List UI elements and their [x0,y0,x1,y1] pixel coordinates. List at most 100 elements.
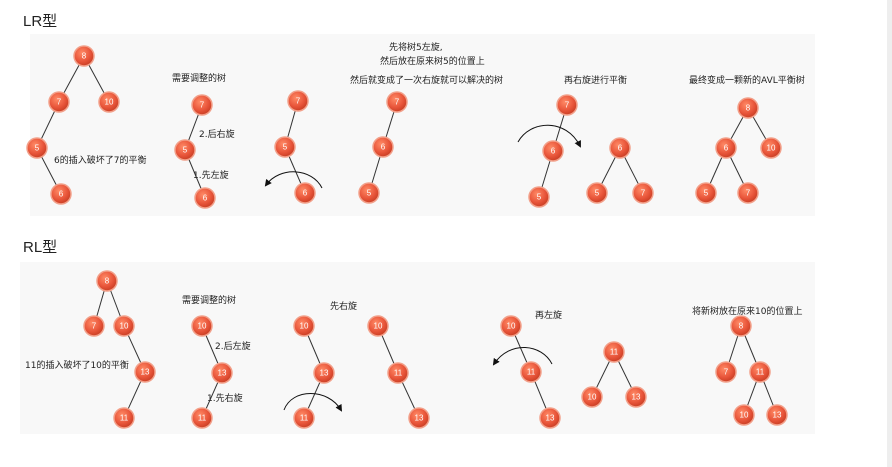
node-circle [715,361,737,383]
lr-left-rotate-arrow [264,171,323,189]
lr-tree-node: 5 [274,136,296,158]
node-circle [408,407,430,429]
lr-right-rotate-arrow [517,124,581,148]
node-label: 11 [756,368,765,377]
node-circle [191,315,213,337]
node-circle [500,315,522,337]
node-circle [609,137,631,159]
rl-tree-node: 7 [715,361,737,383]
node-circle [542,140,564,162]
lr-panel [30,34,815,216]
node-label: 5 [595,189,600,198]
lr-annotation: 6的插入破坏了7的平衡 [54,154,146,166]
node-label: 10 [105,98,114,107]
node-circle [113,407,135,429]
lr-annotation: 先将树5左旋, [389,41,443,53]
node-circle [625,386,647,408]
lr-tree-node: 7 [191,94,213,116]
node-label: 13 [773,411,782,420]
node-circle [274,136,296,158]
lr-tree-node: 10 [760,137,782,159]
node-label: 6 [303,189,308,198]
node-label: 10 [300,322,309,331]
rl-tree-node: 11 [603,341,625,363]
node-label: 8 [105,277,110,286]
rl-tree-node: 11 [520,361,542,383]
lr-tree-node: 6 [609,137,631,159]
lr-step-annotation: 2.后右旋 [199,128,235,140]
lr-tree-node: 7 [386,91,408,113]
node-label: 11 [300,414,309,423]
node-circle [760,137,782,159]
lr-tree-node: 7 [287,90,309,112]
node-label: 5 [367,189,372,198]
node-circle [194,187,216,209]
node-label: 8 [739,322,744,331]
rl-annotation: 先右旋 [330,300,357,312]
node-label: 7 [57,98,62,107]
node-circle [520,361,542,383]
node-circle [96,270,118,292]
node-circle [294,182,316,204]
node-circle [174,139,196,161]
lr-tree-node: 7 [632,182,654,204]
node-label: 7 [395,98,400,107]
rl-panel [20,262,815,434]
rl-tree-node: 11 [191,407,213,429]
node-label: 11 [527,368,536,377]
lr-tree-node: 5 [26,137,48,159]
node-circle [313,362,335,384]
node-circle [358,182,380,204]
node-label: 8 [82,52,87,61]
rl-step-annotation: 2.后左旋 [215,340,251,352]
node-label: 13 [546,414,555,423]
rl-tree-node: 11 [387,362,409,384]
node-circle [749,361,771,383]
node-circle [50,183,72,205]
node-label: 6 [618,144,623,153]
rl-tree-node: 11 [113,407,135,429]
rl-right-rotate-arrow [283,393,343,412]
node-label: 13 [320,369,329,378]
lr-annotation: 再右旋进行平衡 [564,74,627,86]
rl-tree-node: 10 [113,315,135,337]
lr-tree-node: 6 [194,187,216,209]
node-label: 6 [551,147,556,156]
node-circle [603,341,625,363]
lr-step-annotation: 1.先左旋 [193,169,229,181]
lr-tree-node: 5 [695,182,717,204]
node-label: 13 [218,369,227,378]
node-label: 6 [381,143,386,152]
rl-step-annotation: 1.先右旋 [207,392,243,404]
rl-tree-node: 13 [539,407,561,429]
rl-annotation: 再左旋 [535,309,562,321]
lr-tree-node: 5 [174,139,196,161]
node-circle [98,91,120,113]
rl-tree-node: 10 [191,315,213,337]
node-circle [293,407,315,429]
node-circle [730,315,752,337]
lr-tree-node: 8 [737,97,759,119]
node-label: 11 [120,414,129,423]
lr-tree-node: 5 [528,186,550,208]
node-circle [737,182,759,204]
lr-tree-node: 6 [542,140,564,162]
lr-tree-node: 7 [48,91,70,113]
node-circle [287,90,309,112]
node-label: 10 [120,322,129,331]
node-circle [134,361,156,383]
lr-tree-node: 8 [73,45,95,67]
node-circle [372,136,394,158]
node-label: 13 [632,393,641,402]
node-label: 10 [588,393,597,402]
lr-heading: LR型 [23,13,58,30]
node-label: 13 [141,368,150,377]
rl-tree-node: 13 [134,361,156,383]
lr-tree-node: 10 [98,91,120,113]
node-label: 8 [746,104,751,113]
rl-heading: RL型 [23,239,58,256]
rl-tree-node: 10 [733,404,755,426]
rl-tree-node: 10 [293,315,315,337]
node-circle [48,91,70,113]
